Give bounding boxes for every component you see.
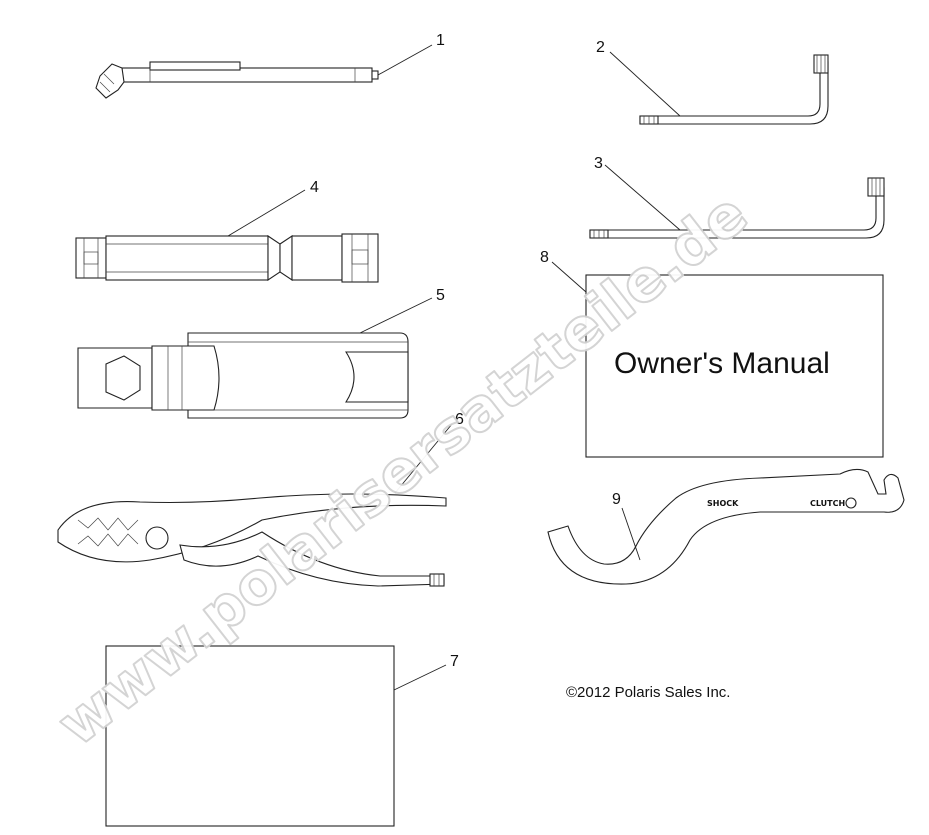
callout-9: 9 [612, 491, 621, 508]
part-8-owners-manual: Owner's Manual 8 [540, 249, 884, 458]
part-7-booklet: 7 [105, 645, 459, 827]
callout-2: 2 [596, 39, 605, 56]
callout-4: 4 [310, 179, 319, 196]
copyright-notice: ©2012 Polaris Sales Inc. [566, 684, 730, 701]
callout-7: 7 [450, 653, 459, 670]
part-9-spanner-wrench: SHOCK CLUTCH 9 [547, 468, 905, 585]
part-3-torx-key-long: 3 [589, 155, 885, 239]
shock-label: SHOCK [707, 499, 739, 508]
part-1-pressure-gauge: 1 [95, 32, 445, 99]
callout-8: 8 [540, 249, 549, 266]
part-4-spark-plug-socket: 4 [75, 179, 379, 283]
callout-6: 6 [455, 411, 464, 428]
manual-title: Owner's Manual [614, 347, 830, 380]
callout-1: 1 [436, 32, 445, 49]
part-2-torx-key: 2 [596, 39, 829, 125]
clutch-label: CLUTCH [810, 499, 845, 508]
callout-5: 5 [436, 287, 445, 304]
callout-3: 3 [594, 155, 603, 172]
part-5-combination-wrench: 5 [77, 287, 445, 419]
part-6-pliers: 6 [57, 411, 464, 587]
